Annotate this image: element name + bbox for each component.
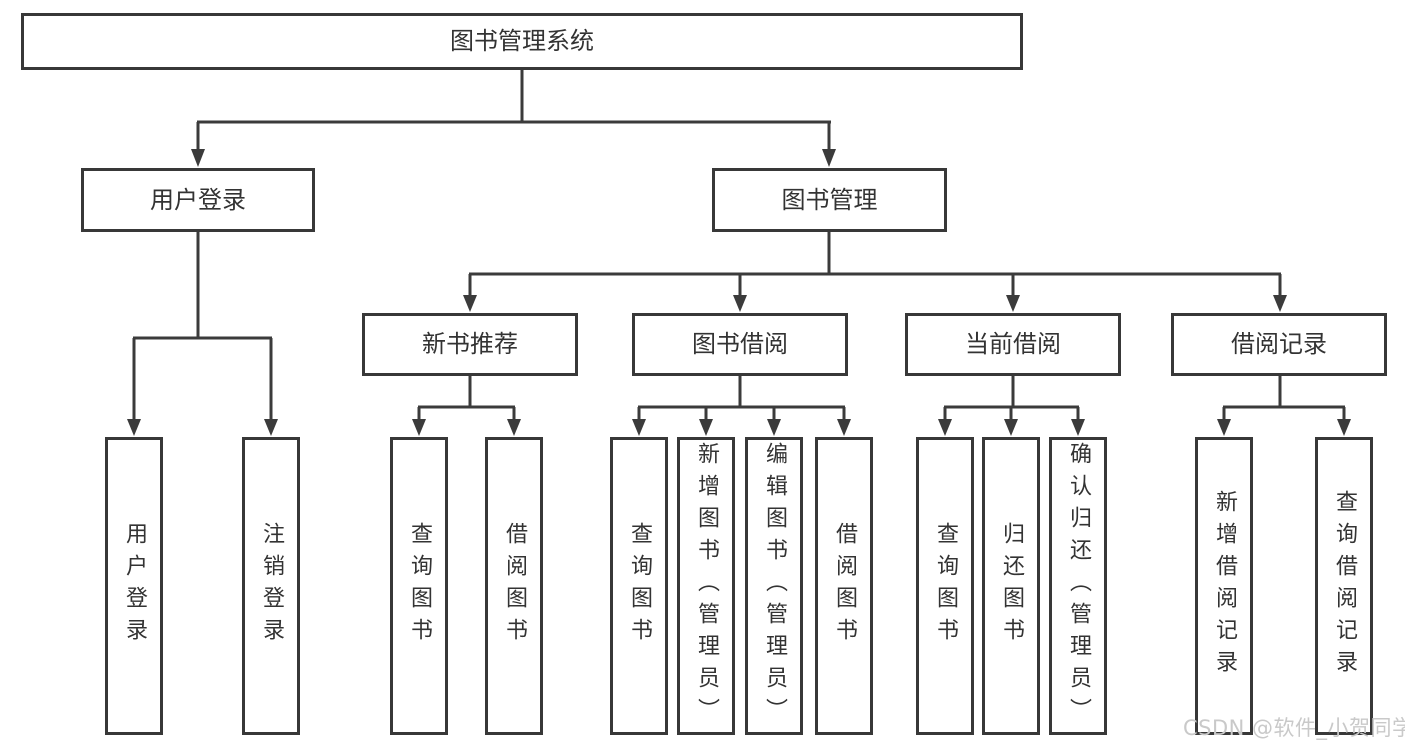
leaf-bookborrow-add-books-admin-label: 新增图书（管理员）: [694, 442, 719, 730]
connector-borrowrecords-to-leaves: [1217, 375, 1351, 436]
leaf-bookborrow-borrow-books-label: 借阅图书: [832, 522, 857, 650]
node-book-management: 图书管理: [712, 168, 947, 232]
leaf-currentborrow-query-books-label: 查询图书: [933, 522, 958, 650]
leaf-bookborrow-query-books: 查询图书: [610, 437, 668, 735]
leaf-newbooks-borrow-books-label: 借阅图书: [502, 522, 527, 650]
node-library-management-system-label: 图书管理系统: [450, 27, 594, 56]
leaf-newbooks-query-books: 查询图书: [390, 437, 448, 735]
leaf-bookborrow-add-books-admin: 新增图书（管理员）: [677, 437, 735, 735]
leaf-newbooks-borrow-books: 借阅图书: [485, 437, 543, 735]
node-library-management-system: 图书管理系统: [21, 13, 1023, 70]
connector-newbooks-to-leaves: [412, 375, 521, 436]
node-book-management-label: 图书管理: [781, 185, 878, 214]
connector-bookmgmt-to-level2: [463, 232, 1287, 312]
node-current-borrowing: 当前借阅: [905, 313, 1121, 376]
node-new-book-recommend: 新书推荐: [362, 313, 578, 376]
leaf-bookborrow-borrow-books: 借阅图书: [815, 437, 873, 735]
node-borrowing-records: 借阅记录: [1171, 313, 1387, 376]
leaf-records-query-borrow-record: 查询借阅记录: [1315, 437, 1373, 735]
watermark: CSDN @软件_小贺同学: [1183, 716, 1405, 740]
leaf-logout-label: 注销登录: [259, 522, 284, 650]
leaf-newbooks-query-books-label: 查询图书: [407, 522, 432, 650]
leaf-bookborrow-edit-books-admin: 编辑图书（管理员）: [745, 437, 803, 735]
leaf-records-add-borrow-record-label: 新增借阅记录: [1212, 490, 1237, 682]
node-borrowing-records-label: 借阅记录: [1231, 330, 1327, 359]
node-new-book-recommend-label: 新书推荐: [422, 330, 518, 359]
node-user-login: 用户登录: [81, 168, 315, 232]
node-user-login-label: 用户登录: [150, 185, 246, 214]
node-current-borrowing-label: 当前借阅: [965, 330, 1061, 359]
leaf-logout: 注销登录: [242, 437, 300, 735]
leaf-currentborrow-return-books-label: 归还图书: [999, 522, 1024, 650]
leaf-records-add-borrow-record: 新增借阅记录: [1195, 437, 1253, 735]
connector-bookborrow-to-leaves: [632, 375, 851, 436]
leaf-currentborrow-query-books: 查询图书: [916, 437, 974, 735]
leaf-currentborrow-confirm-return-admin-label: 确认归还（管理员）: [1066, 442, 1091, 730]
leaf-bookborrow-query-books-label: 查询图书: [627, 522, 652, 650]
connector-userlogin-to-leaves: [127, 232, 278, 436]
leaf-user-login-label: 用户登录: [122, 522, 147, 650]
leaf-bookborrow-edit-books-admin-label: 编辑图书（管理员）: [762, 442, 787, 730]
connector-currentborrow-to-leaves: [938, 375, 1085, 436]
leaf-currentborrow-return-books: 归还图书: [982, 437, 1040, 735]
leaf-currentborrow-confirm-return-admin: 确认归还（管理员）: [1049, 437, 1107, 735]
node-book-borrowing: 图书借阅: [632, 313, 848, 376]
node-book-borrowing-label: 图书借阅: [692, 330, 788, 359]
connector-root-to-level1: [191, 69, 836, 167]
leaf-records-query-borrow-record-label: 查询借阅记录: [1332, 490, 1357, 682]
leaf-user-login: 用户登录: [105, 437, 163, 735]
